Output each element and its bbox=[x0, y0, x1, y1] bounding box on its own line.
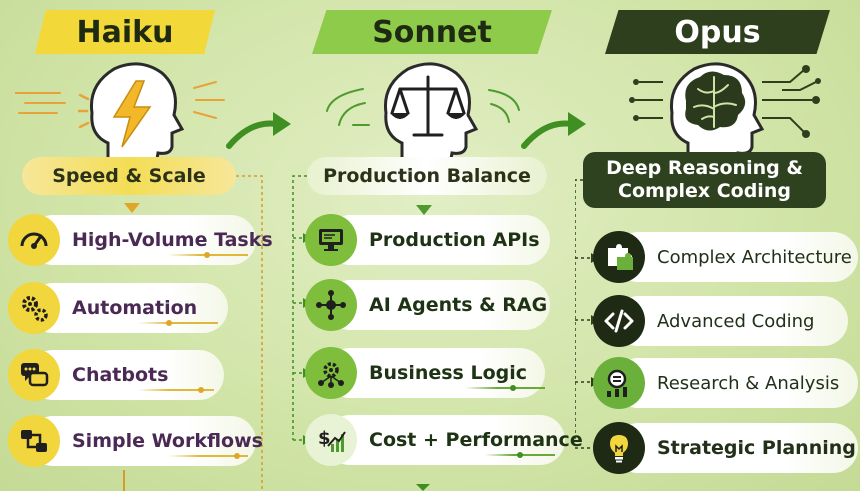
network-icon bbox=[305, 279, 357, 331]
opus-item-label: Research & Analysis bbox=[657, 372, 840, 394]
head-brain-icon bbox=[658, 55, 768, 167]
opus-column: Opus Deep Reasoning & Complex Coding bbox=[575, 0, 860, 491]
code-icon bbox=[593, 295, 645, 347]
opus-item-label: Complex Architecture bbox=[657, 246, 852, 268]
haiku-item-automation: Automation bbox=[8, 282, 258, 334]
haiku-item-label: Simple Workflows bbox=[72, 430, 263, 452]
opus-item-research-analysis: Research & Analysis bbox=[593, 357, 858, 409]
research-icon bbox=[593, 357, 645, 409]
sonnet-item-ai-agents-rag: AI Agents & RAG bbox=[305, 279, 560, 331]
chat-bubbles-icon bbox=[8, 349, 60, 401]
sonnet-motion-lines-right bbox=[488, 89, 520, 123]
gear-network-icon bbox=[305, 347, 357, 399]
sonnet-motion-lines bbox=[326, 88, 370, 126]
gears-icon bbox=[8, 282, 60, 334]
sonnet-item-label: Production APIs bbox=[369, 229, 540, 251]
head-balance-scale-icon bbox=[372, 55, 482, 167]
haiku-item-label: Automation bbox=[72, 297, 198, 319]
opus-item-label: Advanced Coding bbox=[657, 310, 815, 332]
haiku-category: Speed & Scale bbox=[22, 157, 236, 195]
lightbulb-icon bbox=[593, 422, 645, 474]
haiku-item-label: High-Volume Tasks bbox=[72, 229, 273, 251]
haiku-item-label: Chatbots bbox=[72, 364, 169, 386]
opus-item-complex-architecture: Complex Architecture bbox=[593, 231, 858, 283]
speedometer-icon bbox=[8, 214, 60, 266]
opus-title: Opus bbox=[605, 10, 830, 54]
workflow-icon bbox=[8, 415, 60, 467]
puzzle-icon bbox=[593, 231, 645, 283]
svg-text:$: $ bbox=[318, 428, 331, 449]
haiku-item-simple-workflows: Simple Workflows bbox=[8, 415, 263, 467]
sonnet-item-production-apis: Production APIs bbox=[305, 214, 560, 266]
haiku-column: Haiku Speed & Scale High-Volume Tasks bbox=[0, 0, 273, 491]
haiku-spark-lines bbox=[15, 92, 66, 114]
monitor-icon bbox=[305, 214, 357, 266]
arrow-sonnet-to-opus-icon bbox=[521, 112, 586, 149]
sonnet-category: Production Balance bbox=[307, 157, 547, 195]
sonnet-column: Sonnet Production Balance bbox=[285, 0, 583, 491]
sonnet-item-label: Cost + Performance bbox=[369, 429, 583, 451]
opus-item-label: Strategic Planning bbox=[657, 437, 856, 459]
opus-circuit-lines bbox=[762, 65, 821, 138]
sonnet-item-label: Business Logic bbox=[369, 362, 528, 384]
sonnet-item-label: AI Agents & RAG bbox=[369, 294, 548, 316]
haiku-title: Haiku bbox=[35, 10, 215, 54]
arrow-haiku-to-sonnet-icon bbox=[226, 112, 291, 149]
dollar-chart-icon: $ bbox=[305, 414, 357, 466]
opus-item-advanced-coding: Advanced Coding bbox=[593, 295, 858, 347]
haiku-spark-lines-right bbox=[193, 81, 225, 119]
head-lightning-icon bbox=[78, 55, 188, 167]
opus-category: Deep Reasoning & Complex Coding bbox=[583, 152, 826, 208]
haiku-category-pointer bbox=[124, 203, 140, 213]
sonnet-title: Sonnet bbox=[312, 10, 552, 54]
sonnet-item-business-logic: Business Logic bbox=[305, 347, 560, 399]
opus-item-strategic-planning: Strategic Planning bbox=[593, 422, 858, 474]
haiku-item-high-volume-tasks: High-Volume Tasks bbox=[8, 214, 273, 266]
haiku-item-chatbots: Chatbots bbox=[8, 349, 258, 401]
sonnet-item-cost-performance: $ Cost + Performance bbox=[305, 414, 583, 466]
